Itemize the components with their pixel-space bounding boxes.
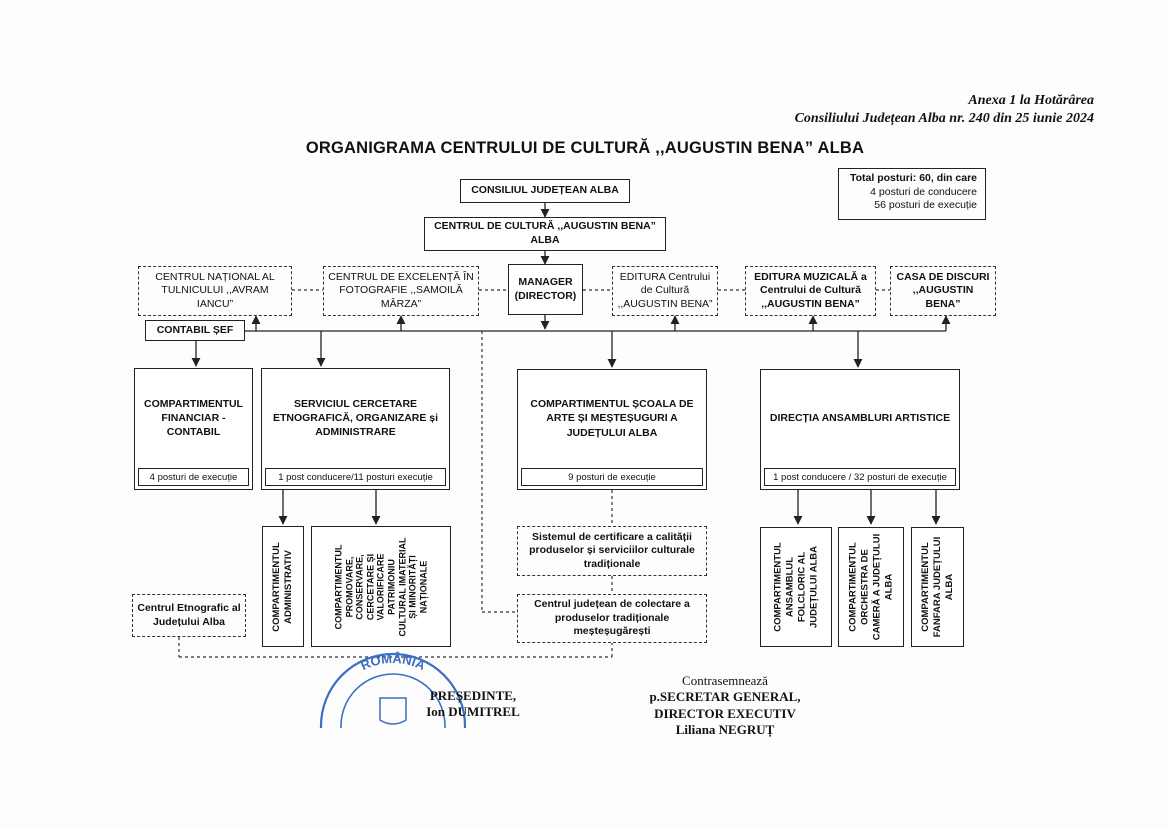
artistic-ensembles-directorate-posts: 1 post conducere / 32 posturi de execuți… — [764, 468, 956, 486]
publishing-house-label: EDITURA Centrului de Cultură ,,AUGUSTIN … — [617, 270, 713, 310]
collection-center-label: Centrul județean de colectare a produsel… — [534, 598, 690, 638]
promotion-heritage-compartment-box: COMPARTIMENTUL PROMOVARE, CONSERVARE, CE… — [311, 526, 451, 647]
culture-center-label-line1: CENTRUL DE CULTURĂ ,,AUGUSTIN BENA” — [434, 220, 656, 233]
record-label-label: CASA DE DISCURI ,,AUGUSTIN BENA” — [896, 270, 990, 310]
total-posts-box: Total posturi: 60, din care 4 posturi de… — [838, 168, 986, 220]
county-council-label: CONSILIUL JUDEȚEAN ALBA — [471, 184, 619, 197]
secretary-signature-block: Contrasemnează p.SECRETAR GENERAL, DIREC… — [640, 673, 810, 738]
page-title: ORGANIGRAMA CENTRULUI DE CULTURĂ ,,AUGUS… — [305, 139, 865, 157]
stamp-text: ROMÂNIA — [358, 651, 428, 674]
chamber-orchestra-compartment-box: COMPARTIMENTUL ORCHESTRA DE CAMERĂ A JUD… — [838, 527, 904, 647]
photography-center-label: CENTRUL DE EXCELENȚĂ ÎN FOTOGRAFIE ,,SAM… — [328, 270, 474, 310]
promotion-heritage-compartment-label: COMPARTIMENTUL PROMOVARE, CONSERVARE, CE… — [333, 537, 429, 636]
culture-center-box: CENTRUL DE CULTURĂ ,,AUGUSTIN BENA” ALBA — [424, 217, 666, 251]
leadership-posts-line: 4 posturi de conducere — [870, 185, 977, 198]
tulnic-center-label: CENTRUL NAȚIONAL AL TULNICULUI ,,AVRAM I… — [155, 270, 275, 310]
artistic-ensembles-directorate-box: DIRECȚIA ANSAMBLURI ARTISTICE 1 post con… — [760, 369, 960, 490]
administrative-compartment-label: COMPARTIMENTUL ADMINISTRATIV — [271, 541, 294, 632]
brass-band-compartment-box: COMPARTIMENTUL FANFARA JUDEȚULUI ALBA — [911, 527, 964, 647]
collection-center-box: Centrul județean de colectare a produsel… — [517, 594, 707, 643]
arts-crafts-school-name: COMPARTIMENTUL ȘCOALA DE ARTE ȘI MEȘTEȘU… — [530, 398, 694, 439]
official-stamp: ROMÂNIA — [319, 651, 467, 728]
ethnographic-research-service-posts: 1 post conducere/11 posturi execuție — [265, 468, 446, 486]
financial-department-posts: 4 posturi de execuție — [138, 468, 249, 486]
arts-crafts-school-box: COMPARTIMENTUL ȘCOALA DE ARTE ȘI MEȘTEȘU… — [517, 369, 707, 490]
execution-posts-line: 56 posturi de execuție — [874, 199, 977, 212]
brass-band-compartment-label: COMPARTIMENTUL FANFARA JUDEȚULUI ALBA — [919, 536, 955, 638]
financial-department-name: COMPARTIMENTUL FINANCIAR - CONTABIL — [144, 397, 243, 439]
county-council-box: CONSILIUL JUDEȚEAN ALBA — [460, 179, 630, 203]
certification-system-label: Sistemul de certificare a calității prod… — [529, 530, 695, 570]
annex-reference: Anexa 1 la Hotărârea — [968, 93, 1094, 108]
tulnic-center-box: CENTRUL NAȚIONAL AL TULNICULUI ,,AVRAM I… — [138, 266, 292, 316]
folk-ensemble-compartment-label: COMPARTIMENTUL ANSAMBLUL FOLCLORIC AL JU… — [772, 542, 819, 632]
secretary-role: DIRECTOR EXECUTIV — [654, 705, 796, 721]
chamber-orchestra-compartment-label: COMPARTIMENTUL ORCHESTRA DE CAMERĂ A JUD… — [847, 533, 894, 641]
manager-box: MANAGER (DIRECTOR) — [508, 264, 583, 315]
publishing-house-box: EDITURA Centrului de Cultură ,,AUGUSTIN … — [612, 266, 718, 316]
folk-ensemble-compartment-box: COMPARTIMENTUL ANSAMBLUL FOLCLORIC AL JU… — [760, 527, 832, 647]
ethnographic-research-service-name: SERVICIUL CERCETARE ETNOGRAFICĂ, ORGANIZ… — [272, 397, 439, 439]
svg-text:ROMÂNIA: ROMÂNIA — [358, 651, 428, 674]
record-label-box: CASA DE DISCURI ,,AUGUSTIN BENA” — [890, 266, 996, 316]
chief-accountant-box: CONTABIL ȘEF — [145, 320, 245, 341]
annex-decision-reference: Consiliului Județean Alba nr. 240 din 25… — [794, 111, 1094, 126]
artistic-ensembles-directorate-name: DIRECȚIA ANSAMBLURI ARTISTICE — [769, 412, 951, 425]
president-name: Ion DUMITREL — [426, 704, 520, 720]
ethnographic-center-label: Centrul Etnografic al Județului Alba — [137, 601, 241, 628]
music-publishing-box: EDITURA MUZICALĂ a Centrului de Cultură … — [745, 266, 876, 316]
arts-crafts-school-posts: 9 posturi de execuție — [521, 468, 703, 486]
music-publishing-label: EDITURA MUZICALĂ a Centrului de Cultură … — [754, 270, 867, 310]
ethnographic-center-box: Centrul Etnografic al Județului Alba — [132, 594, 246, 637]
president-title: PREȘEDINTE, — [429, 688, 517, 703]
secretary-name: Liliana NEGRUȚ — [675, 721, 775, 737]
secretary-title: p.SECRETAR GENERAL, — [649, 689, 801, 705]
photography-center-box: CENTRUL DE EXCELENȚĂ ÎN FOTOGRAFIE ,,SAM… — [323, 266, 479, 316]
financial-department-box: COMPARTIMENTUL FINANCIAR - CONTABIL 4 po… — [134, 368, 253, 490]
manager-label-line2: (DIRECTOR) — [514, 289, 577, 302]
president-signature-block: PREȘEDINTE, Ion DUMITREL — [418, 688, 528, 721]
administrative-compartment-box: COMPARTIMENTUL ADMINISTRATIV — [262, 526, 304, 647]
countersign-label: Contrasemnează — [682, 673, 768, 688]
total-posts-line: Total posturi: 60, din care — [850, 172, 977, 184]
culture-center-label-line2: ALBA — [530, 234, 560, 246]
chief-accountant-label: CONTABIL ȘEF — [156, 323, 234, 336]
certification-system-box: Sistemul de certificare a calității prod… — [517, 526, 707, 576]
ethnographic-research-service-box: SERVICIUL CERCETARE ETNOGRAFICĂ, ORGANIZ… — [261, 368, 450, 490]
manager-label-line1: MANAGER — [518, 275, 573, 288]
